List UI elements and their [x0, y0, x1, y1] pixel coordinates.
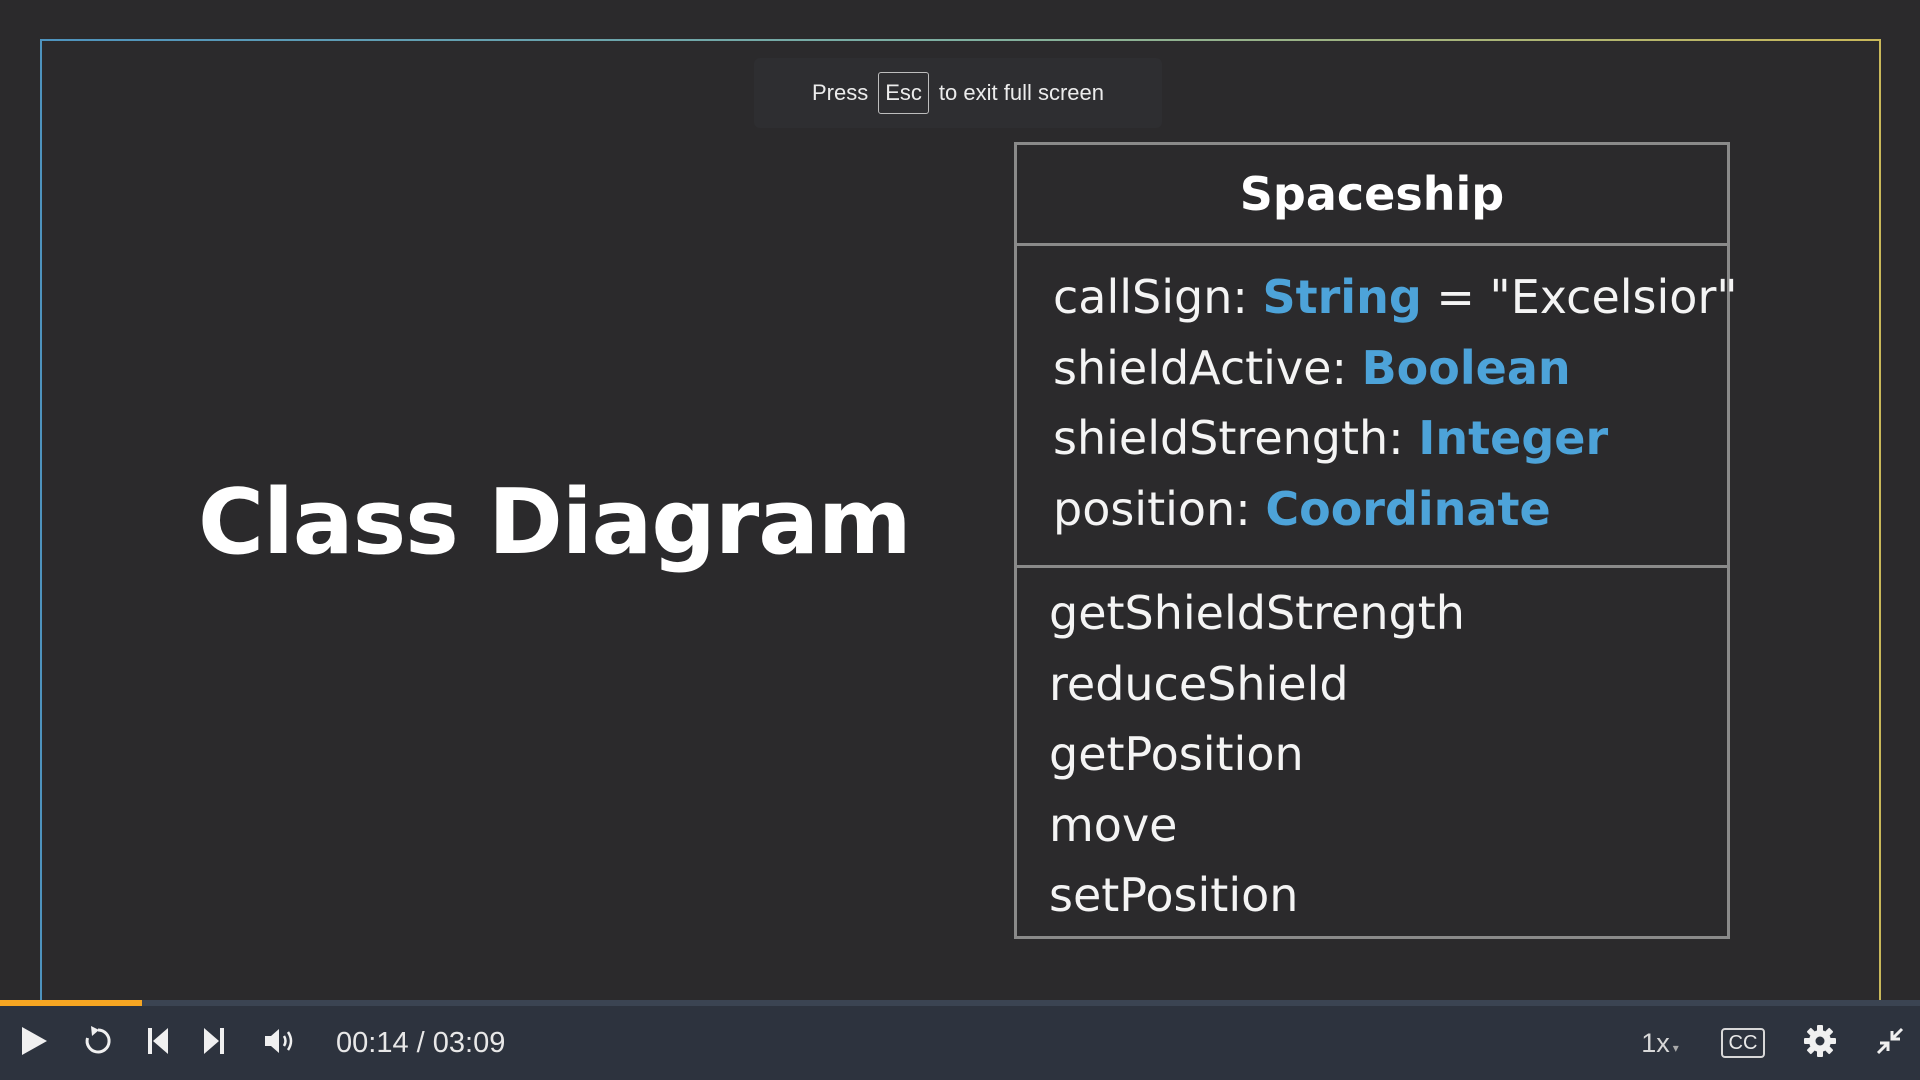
attribute-type: Integer	[1418, 411, 1609, 465]
time-display: 00:14 / 03:09	[336, 1006, 505, 1080]
uml-method-row: move	[1049, 797, 1178, 852]
captions-button[interactable]: CC	[1716, 1006, 1770, 1080]
volume-icon	[263, 1026, 297, 1060]
duration: 03:09	[432, 1026, 506, 1059]
uml-methods-section: getShieldStrength reduceShield getPositi…	[1017, 568, 1727, 931]
volume-button[interactable]	[258, 1006, 302, 1080]
exit-fullscreen-hint: Press Esc to exit full screen	[754, 58, 1162, 128]
video-stage[interactable]: Press Esc to exit full screen Class Diag…	[0, 0, 1920, 1000]
uml-method-row: getShieldStrength	[1049, 586, 1465, 640]
player-controls: 00:14 / 03:09 1x▾ CC	[0, 1006, 1920, 1080]
settings-gear-icon	[1803, 1024, 1837, 1062]
attribute-default: = "Excelsior"	[1436, 270, 1738, 324]
hint-suffix-text: to exit full screen	[938, 80, 1104, 105]
esc-key-badge: Esc	[878, 72, 929, 114]
uml-attribute-row: callSign: String = "Excelsior"	[1053, 262, 1738, 333]
attribute-name: shieldStrength	[1053, 411, 1389, 465]
playback-speed-button[interactable]: 1x▾	[1622, 1006, 1698, 1080]
cc-label: CC	[1720, 1028, 1766, 1058]
attribute-name: shieldActive	[1053, 340, 1332, 395]
replay-button[interactable]	[76, 1006, 120, 1080]
exit-fullscreen-icon	[1876, 1027, 1904, 1059]
replay-icon	[82, 1025, 114, 1061]
uml-attributes-section: callSign: String = "Excelsior" shieldAct…	[1017, 246, 1738, 568]
skip-back-icon	[146, 1026, 170, 1060]
uml-method-row: setPosition	[1049, 868, 1299, 922]
uml-method-row: getPosition	[1049, 727, 1304, 781]
skip-forward-icon	[202, 1026, 226, 1060]
play-icon	[19, 1025, 49, 1061]
skip-back-button[interactable]	[136, 1006, 180, 1080]
settings-button[interactable]	[1796, 1006, 1844, 1080]
attribute-colon: :	[1331, 340, 1347, 395]
attribute-name: position	[1053, 481, 1236, 536]
attribute-colon: :	[1388, 411, 1404, 465]
current-time: 00:14	[336, 1026, 409, 1059]
attribute-type: String	[1262, 270, 1422, 324]
slide-title: Class Diagram	[198, 470, 912, 575]
uml-attribute-row: shieldStrength: Integer	[1053, 403, 1727, 474]
caret-down-icon: ▾	[1672, 1040, 1679, 1055]
skip-forward-button[interactable]	[192, 1006, 236, 1080]
attribute-name: callSign	[1053, 270, 1233, 324]
exit-fullscreen-button[interactable]	[1868, 1006, 1912, 1080]
uml-attribute-row: position: Coordinate	[1053, 474, 1727, 545]
speed-label: 1x	[1641, 1027, 1670, 1058]
uml-class-box: Spaceship callSign: String = "Excelsior"…	[1014, 142, 1738, 939]
slide-frame	[40, 39, 1881, 1000]
progress-bar-fill	[0, 1000, 143, 1006]
hint-press-text: Press	[811, 80, 869, 105]
uml-attribute-row: shieldActive: Boolean	[1053, 333, 1727, 404]
progress-bar[interactable]	[0, 1000, 1920, 1006]
attribute-colon: :	[1232, 270, 1248, 324]
uml-method-row: reduceShield	[1049, 656, 1349, 711]
time-separator: /	[416, 1026, 425, 1059]
attribute-type: Boolean	[1361, 340, 1571, 395]
attribute-colon: :	[1235, 481, 1251, 536]
attribute-type: Coordinate	[1265, 481, 1551, 536]
play-button[interactable]	[12, 1006, 56, 1080]
uml-class-name: Spaceship	[1017, 145, 1727, 246]
